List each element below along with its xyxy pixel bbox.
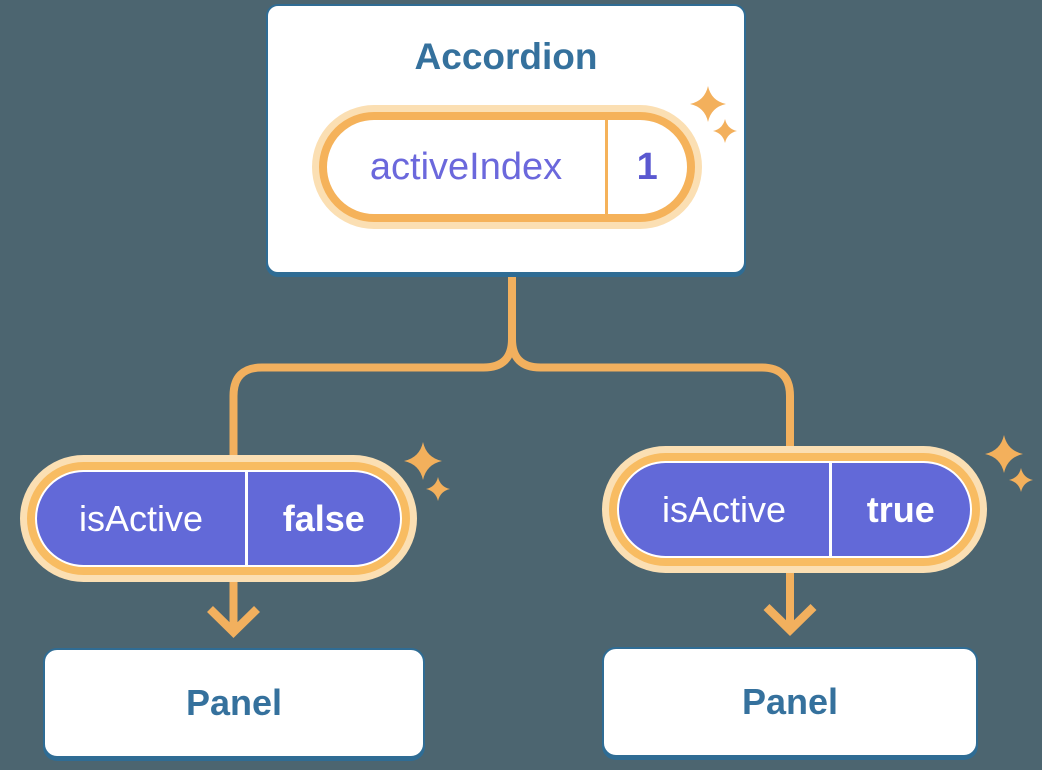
prop-pill-isactive-false: isActive false [35, 470, 402, 567]
accordion-component-node: Accordion activeIndex 1 [266, 4, 746, 274]
state-pill-value: 1 [636, 145, 658, 188]
sparkle-icon [1009, 468, 1033, 492]
prop-pill-value: true [866, 488, 935, 530]
sparkle-icon [426, 477, 450, 501]
connector-right-branch [508, 266, 794, 628]
sparkle-icon [404, 442, 442, 480]
arrowhead-right-icon [763, 603, 817, 636]
pill-divider [829, 463, 832, 556]
sparkle-icon [985, 435, 1023, 473]
prop-pill-label: isActive [661, 488, 787, 530]
prop-pill-isactive-true: isActive true [617, 461, 972, 558]
prop-pill-label: isActive [78, 497, 204, 539]
state-pill-activeindex: activeIndex 1 [319, 112, 695, 222]
accordion-title: Accordion [414, 36, 598, 77]
state-pill-label: activeIndex [369, 145, 563, 188]
connector-left-branch [229, 266, 516, 630]
panel-component-node-right: Panel [602, 647, 978, 757]
pill-divider [605, 120, 608, 214]
panel-component-node-left: Panel [43, 648, 425, 758]
arrowhead-left-icon [207, 605, 260, 638]
prop-pill-value: false [282, 497, 365, 539]
